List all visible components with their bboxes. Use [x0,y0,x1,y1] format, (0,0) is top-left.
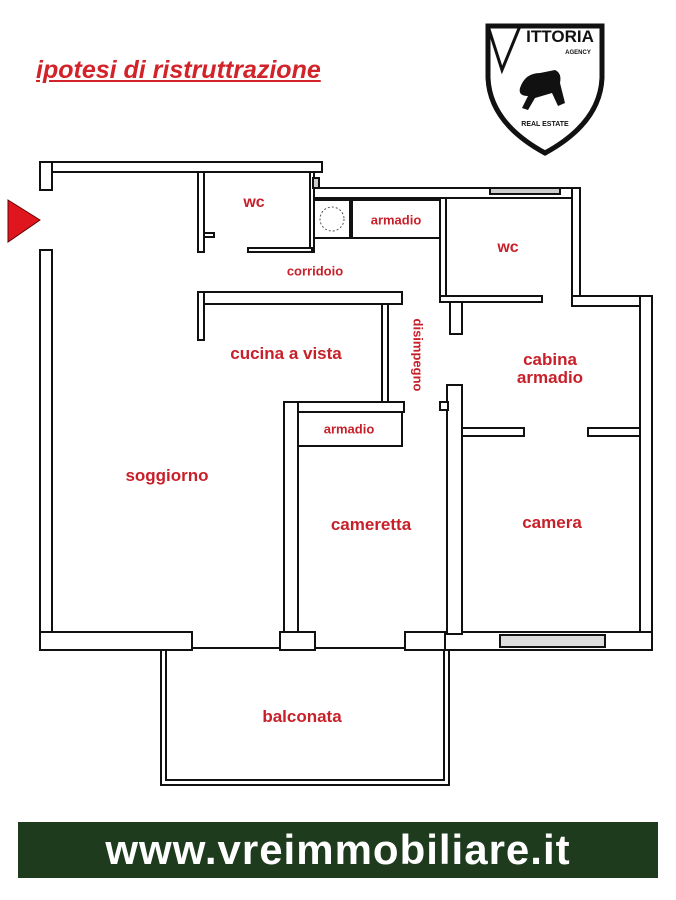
room-label-armadio: armadio [370,212,422,228]
room-label-camera: camera [522,513,582,532]
entrance-arrow-icon [7,199,41,243]
vittoria-logo: ITTORIA AGENCY REAL ESTATE [485,23,605,156]
floor-plan [7,161,653,786]
room-label-wc: wc [243,194,265,211]
window [499,634,606,648]
room-label-soggiorno: soggiorno [125,466,209,485]
room-label-armadio: armadio [323,421,375,437]
room-label-balconata: balconata [262,707,342,726]
svg-text:REAL ESTATE: REAL ESTATE [521,121,569,128]
room-label-disimpegno: disimpegno [410,318,426,392]
window [489,187,561,195]
wall-right [639,295,653,651]
room-label-cameretta: cameretta [330,515,412,534]
room-label-cabina-armadio: armadio [516,368,584,387]
room-label-cabina: cabina [523,350,577,369]
wall-bottom-left [39,631,193,651]
svg-text:ITTORIA: ITTORIA [526,27,594,46]
svg-text:AGENCY: AGENCY [565,50,591,56]
website-link[interactable]: www.vreimmobiliare.it [105,826,571,873]
wall-top-left [39,161,323,173]
wall-left [39,249,53,651]
room-label-cucina: cucina a vista [230,344,342,363]
plan-title: ipotesi di ristruttrazione [36,56,321,84]
bull-icon [519,70,565,110]
footer-banner: www.vreimmobiliare.it [18,822,658,878]
room-label-corridoio: corridoio [286,263,344,279]
window [312,177,320,189]
room-label-wc: wc [497,239,519,256]
